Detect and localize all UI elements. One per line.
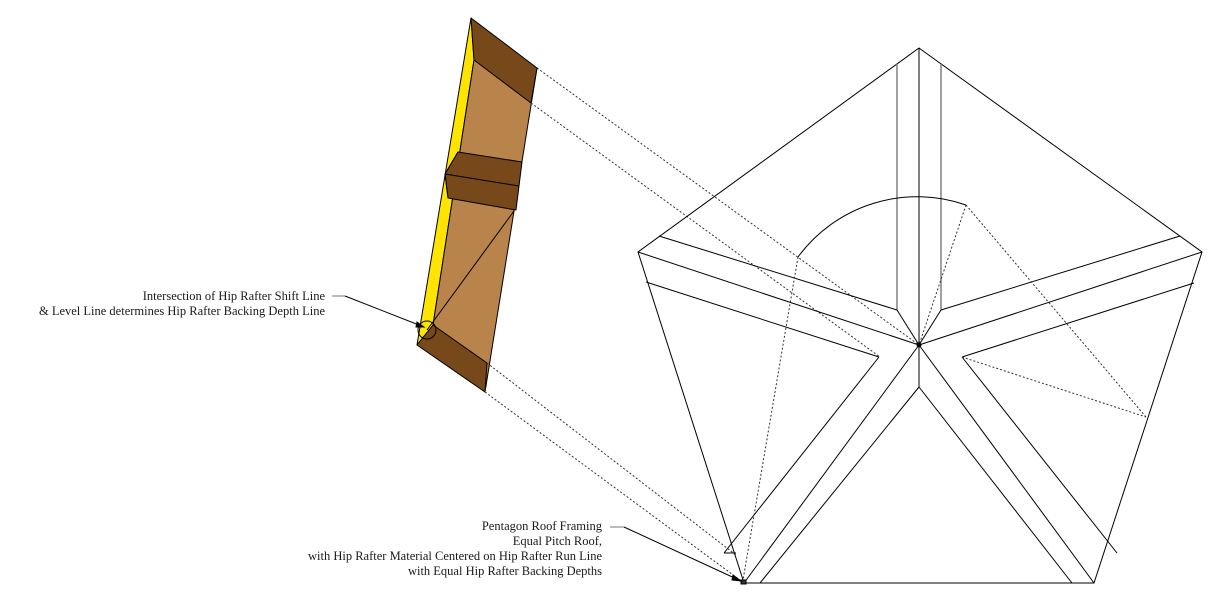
hip-run-line-right	[918, 251, 1203, 346]
hip-edge-br-1	[961, 356, 1118, 554]
plan-line-4: with Equal Hip Rafter Backing Depths	[407, 564, 602, 578]
hip-run-line-left	[637, 251, 920, 346]
hip-rafter-bottom-left	[723, 344, 920, 584]
hip-run-line-bottom-left	[743, 344, 920, 584]
plan-annotation: Pentagon Roof Framing Equal Pitch Roof, …	[308, 519, 602, 579]
hip-edge-bl-1	[723, 356, 880, 554]
vertex-marker	[740, 579, 747, 585]
hip-rafter-right	[918, 235, 1203, 358]
backing-arc	[797, 196, 967, 258]
plan-leader	[610, 526, 743, 582]
construction-dotted-lines	[742, 204, 1147, 581]
hip-edge-br-2	[918, 386, 1073, 584]
intersection-circle-marker	[417, 320, 437, 340]
pentagon-plan	[637, 47, 1203, 585]
rafter-mid-line	[444, 173, 520, 187]
hip-run-line-bottom-right	[918, 344, 1095, 584]
rafter-mid-edge-2	[444, 173, 449, 199]
backing-depth-annotation: Intersection of Hip Rafter Shift Line & …	[39, 289, 325, 319]
rafter-diagonal-line	[426, 210, 515, 331]
hip-rafter-bottom-right	[918, 344, 1118, 584]
backing-depth-line-2: & Level Line determines Hip Rafter Backi…	[38, 304, 325, 318]
hip-edge-bl-2	[759, 386, 920, 584]
plan-line-2: Equal Pitch Roof,	[512, 534, 602, 548]
plan-title: Pentagon Roof Framing	[481, 519, 602, 533]
backing-depth-line-1: Intersection of Hip Rafter Shift Line	[142, 289, 325, 303]
center-point	[916, 342, 922, 348]
plan-line-3: with Hip Rafter Material Centered on Hip…	[307, 549, 602, 563]
projection-lines	[484, 67, 920, 584]
pentagon-outline	[637, 47, 1203, 584]
hip-rafter-left	[637, 235, 920, 358]
rafter-mid-edge	[444, 151, 459, 175]
backing-depth-leader	[332, 295, 426, 328]
hip-rafter-3d-section	[416, 17, 538, 393]
